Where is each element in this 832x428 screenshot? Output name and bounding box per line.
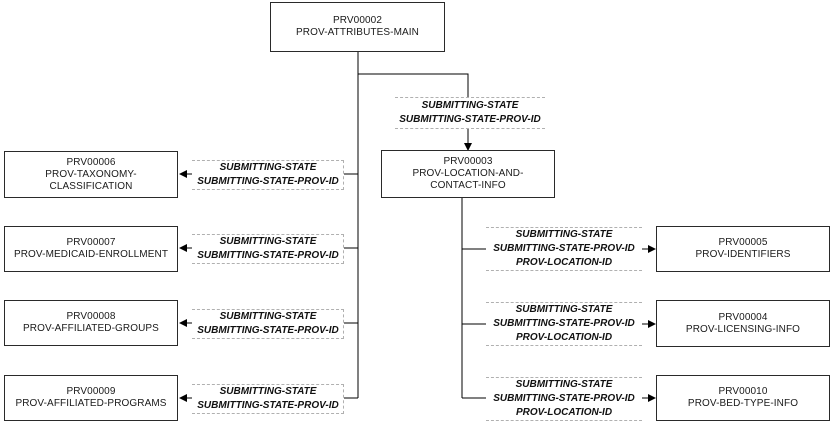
label-dash-line <box>192 189 344 190</box>
label-dash-line <box>486 345 642 346</box>
entity-box-prv00007[interactable]: PRV00007 PROV-MEDICAID-ENROLLMENT <box>4 226 178 272</box>
label-dash-line <box>395 97 545 98</box>
entity-name: PROV-LICENSING-INFO <box>685 323 801 335</box>
entity-code: PRV00002 <box>333 15 382 26</box>
key-field: SUBMITTING-STATE <box>219 236 317 247</box>
relationship-label-prv00005: SUBMITTING-STATE SUBMITTING-STATE-PROV-I… <box>486 227 642 271</box>
entity-code: PRV00009 <box>66 386 116 397</box>
label-dash-line <box>486 377 642 378</box>
label-dash-line <box>192 413 344 414</box>
label-dash-line <box>192 338 344 339</box>
entity-code: PRV00004 <box>718 311 768 323</box>
entity-name-line1: PROV-LOCATION-AND- <box>412 168 524 179</box>
label-dash-line <box>192 263 344 264</box>
entity-code: PRV00008 <box>66 311 116 322</box>
entity-name-line2: CLASSIFICATION <box>49 180 133 192</box>
entity-code: PRV00006 <box>66 156 116 168</box>
label-dash-line <box>486 302 642 303</box>
relationship-label-prv00006: SUBMITTING-STATE SUBMITTING-STATE-PROV-I… <box>192 160 344 190</box>
relationship-label-prv00004: SUBMITTING-STATE SUBMITTING-STATE-PROV-I… <box>486 302 642 346</box>
entity-name: PROV-IDENTIFIERS <box>695 249 791 260</box>
entity-box-prv00002[interactable]: PRV00002 PROV-ATTRIBUTES-MAIN <box>270 2 445 52</box>
entity-box-prv00006[interactable]: PRV00006 PROV-TAXONOMY- CLASSIFICATION <box>4 151 178 198</box>
relationship-label-prv00003: SUBMITTING-STATE SUBMITTING-STATE-PROV-I… <box>395 97 545 129</box>
key-field: PROV-LOCATION-ID <box>515 332 613 343</box>
label-dash-line <box>486 420 642 421</box>
entity-box-prv00008[interactable]: PRV00008 PROV-AFFILIATED-GROUPS <box>4 300 178 346</box>
relationship-label-prv00007: SUBMITTING-STATE SUBMITTING-STATE-PROV-I… <box>192 234 344 264</box>
label-dash-line <box>343 234 344 264</box>
key-field: SUBMITTING-STATE-PROV-ID <box>493 318 635 329</box>
entity-box-prv00003[interactable]: PRV00003 PROV-LOCATION-AND- CONTACT-INFO <box>381 150 555 198</box>
entity-name: PROV-AFFILIATED-GROUPS <box>23 323 159 334</box>
key-field: PROV-LOCATION-ID <box>515 407 613 418</box>
label-dash-line <box>343 384 344 414</box>
entity-box-prv00004[interactable]: PRV00004 PROV-LICENSING-INFO <box>656 300 830 347</box>
entity-box-prv00009[interactable]: PRV00009 PROV-AFFILIATED-PROGRAMS <box>4 375 178 421</box>
relationship-label-prv00008: SUBMITTING-STATE SUBMITTING-STATE-PROV-I… <box>192 309 344 339</box>
key-field: SUBMITTING-STATE-PROV-ID <box>493 243 635 254</box>
label-dash-line <box>192 160 344 161</box>
key-field: SUBMITTING-STATE-PROV-ID <box>197 400 339 411</box>
label-dash-line <box>192 309 344 310</box>
key-field: SUBMITTING-STATE <box>219 311 317 322</box>
entity-code: PRV00010 <box>718 386 768 397</box>
entity-box-prv00005[interactable]: PRV00005 PROV-IDENTIFIERS <box>656 226 830 272</box>
key-field: SUBMITTING-STATE <box>421 100 519 111</box>
key-field: SUBMITTING-STATE-PROV-ID <box>197 325 339 336</box>
relationship-label-prv00009: SUBMITTING-STATE SUBMITTING-STATE-PROV-I… <box>192 384 344 414</box>
entity-name-line1: PROV-TAXONOMY- <box>45 168 137 180</box>
relationship-label-prv00010: SUBMITTING-STATE SUBMITTING-STATE-PROV-I… <box>486 377 642 421</box>
key-field: SUBMITTING-STATE-PROV-ID <box>399 114 541 125</box>
entity-name: PROV-AFFILIATED-PROGRAMS <box>15 398 167 409</box>
entity-code: PRV00007 <box>66 237 116 248</box>
label-dash-line <box>395 128 545 129</box>
label-dash-line <box>486 227 642 228</box>
entity-code: PRV00003 <box>443 156 493 167</box>
entity-name-line2: CONTACT-INFO <box>430 180 506 191</box>
label-dash-line <box>343 160 344 190</box>
label-dash-line <box>343 309 344 339</box>
label-dash-line <box>486 270 642 271</box>
label-dash-line <box>192 234 344 235</box>
entity-name: PROV-MEDICAID-ENROLLMENT <box>13 249 169 260</box>
key-field: SUBMITTING-STATE <box>515 229 613 240</box>
key-field: SUBMITTING-STATE-PROV-ID <box>493 393 635 404</box>
key-field: SUBMITTING-STATE <box>219 162 317 173</box>
key-field: SUBMITTING-STATE-PROV-ID <box>197 250 339 261</box>
key-field: SUBMITTING-STATE <box>515 379 613 390</box>
key-field: SUBMITTING-STATE <box>515 304 613 315</box>
entity-name: PROV-BED-TYPE-INFO <box>687 398 799 409</box>
label-dash-line <box>192 384 344 385</box>
entity-box-prv00010[interactable]: PRV00010 PROV-BED-TYPE-INFO <box>656 375 830 421</box>
entity-code: PRV00005 <box>718 237 768 248</box>
key-field: SUBMITTING-STATE <box>219 386 317 397</box>
key-field: SUBMITTING-STATE-PROV-ID <box>197 176 339 187</box>
entity-name: PROV-ATTRIBUTES-MAIN <box>296 27 419 38</box>
key-field: PROV-LOCATION-ID <box>515 257 613 268</box>
